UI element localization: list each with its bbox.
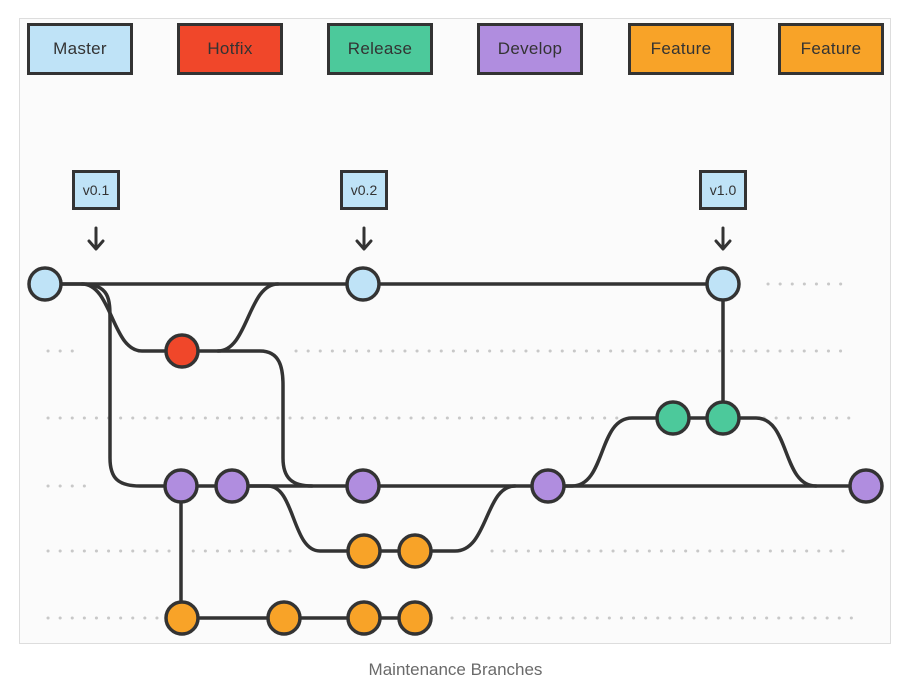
legend-feature-2-label: Feature: [800, 39, 862, 58]
arrow-down-icon: [87, 226, 105, 251]
commit-develop: [530, 468, 566, 504]
tag-v0-1-label: v0.1: [82, 182, 110, 198]
master-to-develop: [80, 282, 870, 488]
legend-feature-1: Feature: [628, 23, 734, 75]
tag-v1-0-label: v1.0: [709, 182, 737, 198]
commit-master-v0-1: [27, 266, 63, 302]
tag-v0-2: v0.2: [340, 170, 388, 210]
commit-hotfix: [164, 333, 200, 369]
legend-hotfix: Hotfix: [177, 23, 283, 75]
develop-to-release: [546, 416, 818, 488]
develop-to-feature1: [230, 484, 517, 553]
legend-hotfix-label: Hotfix: [207, 39, 253, 58]
commit-master-v1-0: [705, 266, 741, 302]
legend-feature-1-label: Feature: [650, 39, 712, 58]
commit-feature: [164, 600, 200, 636]
commit-feature: [266, 600, 302, 636]
legend-develop: Develop: [477, 23, 583, 75]
commit-develop: [848, 468, 884, 504]
legend-master-label: Master: [53, 39, 107, 58]
commit-feature: [397, 533, 433, 569]
commit-feature: [397, 600, 433, 636]
commit-feature: [346, 600, 382, 636]
legend-develop-label: Develop: [497, 39, 563, 58]
legend-release-label: Release: [347, 39, 413, 58]
commit-feature: [346, 533, 382, 569]
commit-develop: [345, 468, 381, 504]
diagram-frame: [19, 18, 891, 644]
tag-v0-2-label: v0.2: [350, 182, 378, 198]
legend-master: Master: [27, 23, 133, 75]
commit-release: [705, 400, 741, 436]
commit-release: [655, 400, 691, 436]
legend-feature-2: Feature: [778, 23, 884, 75]
legend-release: Release: [327, 23, 433, 75]
tag-v1-0: v1.0: [699, 170, 747, 210]
commit-develop: [163, 468, 199, 504]
master-to-hotfix: [43, 282, 280, 353]
tag-v0-1: v0.1: [72, 170, 120, 210]
diagram-caption: Maintenance Branches: [368, 660, 543, 679]
commit-develop: [214, 468, 250, 504]
commit-master-v0-2: [345, 266, 381, 302]
arrow-down-icon: [355, 226, 373, 251]
hotfix-to-develop: [216, 349, 314, 488]
arrow-down-icon: [714, 226, 732, 251]
